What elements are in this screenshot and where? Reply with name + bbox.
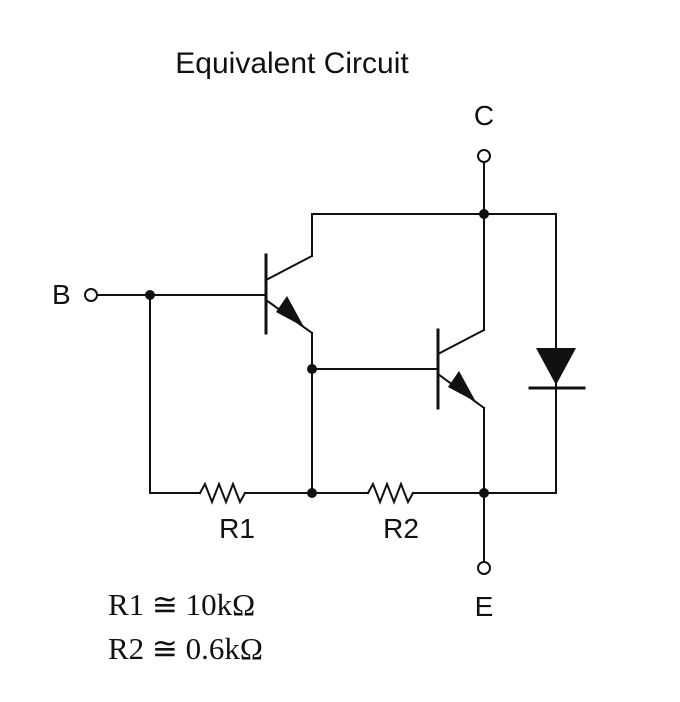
base-label: B [52,279,71,310]
collector-label: C [474,100,494,131]
resistor-r2-icon [366,481,415,505]
collector-terminal [477,149,491,163]
r2-value-text: R2 ≅ 0.6kΩ [108,631,263,666]
base-terminal [84,288,98,302]
q1-collector-lead [264,254,314,282]
emitter-terminal [477,561,491,575]
emitter-junction [479,488,489,498]
resistor-r1-icon [198,481,247,505]
transistor-q1 [264,213,314,335]
diagram-title: Equivalent Circuit [175,47,409,80]
r1-value-text: R1 ≅ 10kΩ [108,587,255,622]
q2-collector-lead [436,328,486,356]
resistor-r2-label: R2 [383,513,419,544]
transistor-q2 [436,213,486,410]
q2-emitter-arrow-icon [448,371,476,402]
emitter-label: E [475,591,494,622]
diode-triangle-icon [536,348,576,385]
resistor-r1-label: R1 [219,513,255,544]
q1-emitter-arrow-icon [276,296,304,327]
middle-junction [307,488,317,498]
diode [528,348,586,390]
